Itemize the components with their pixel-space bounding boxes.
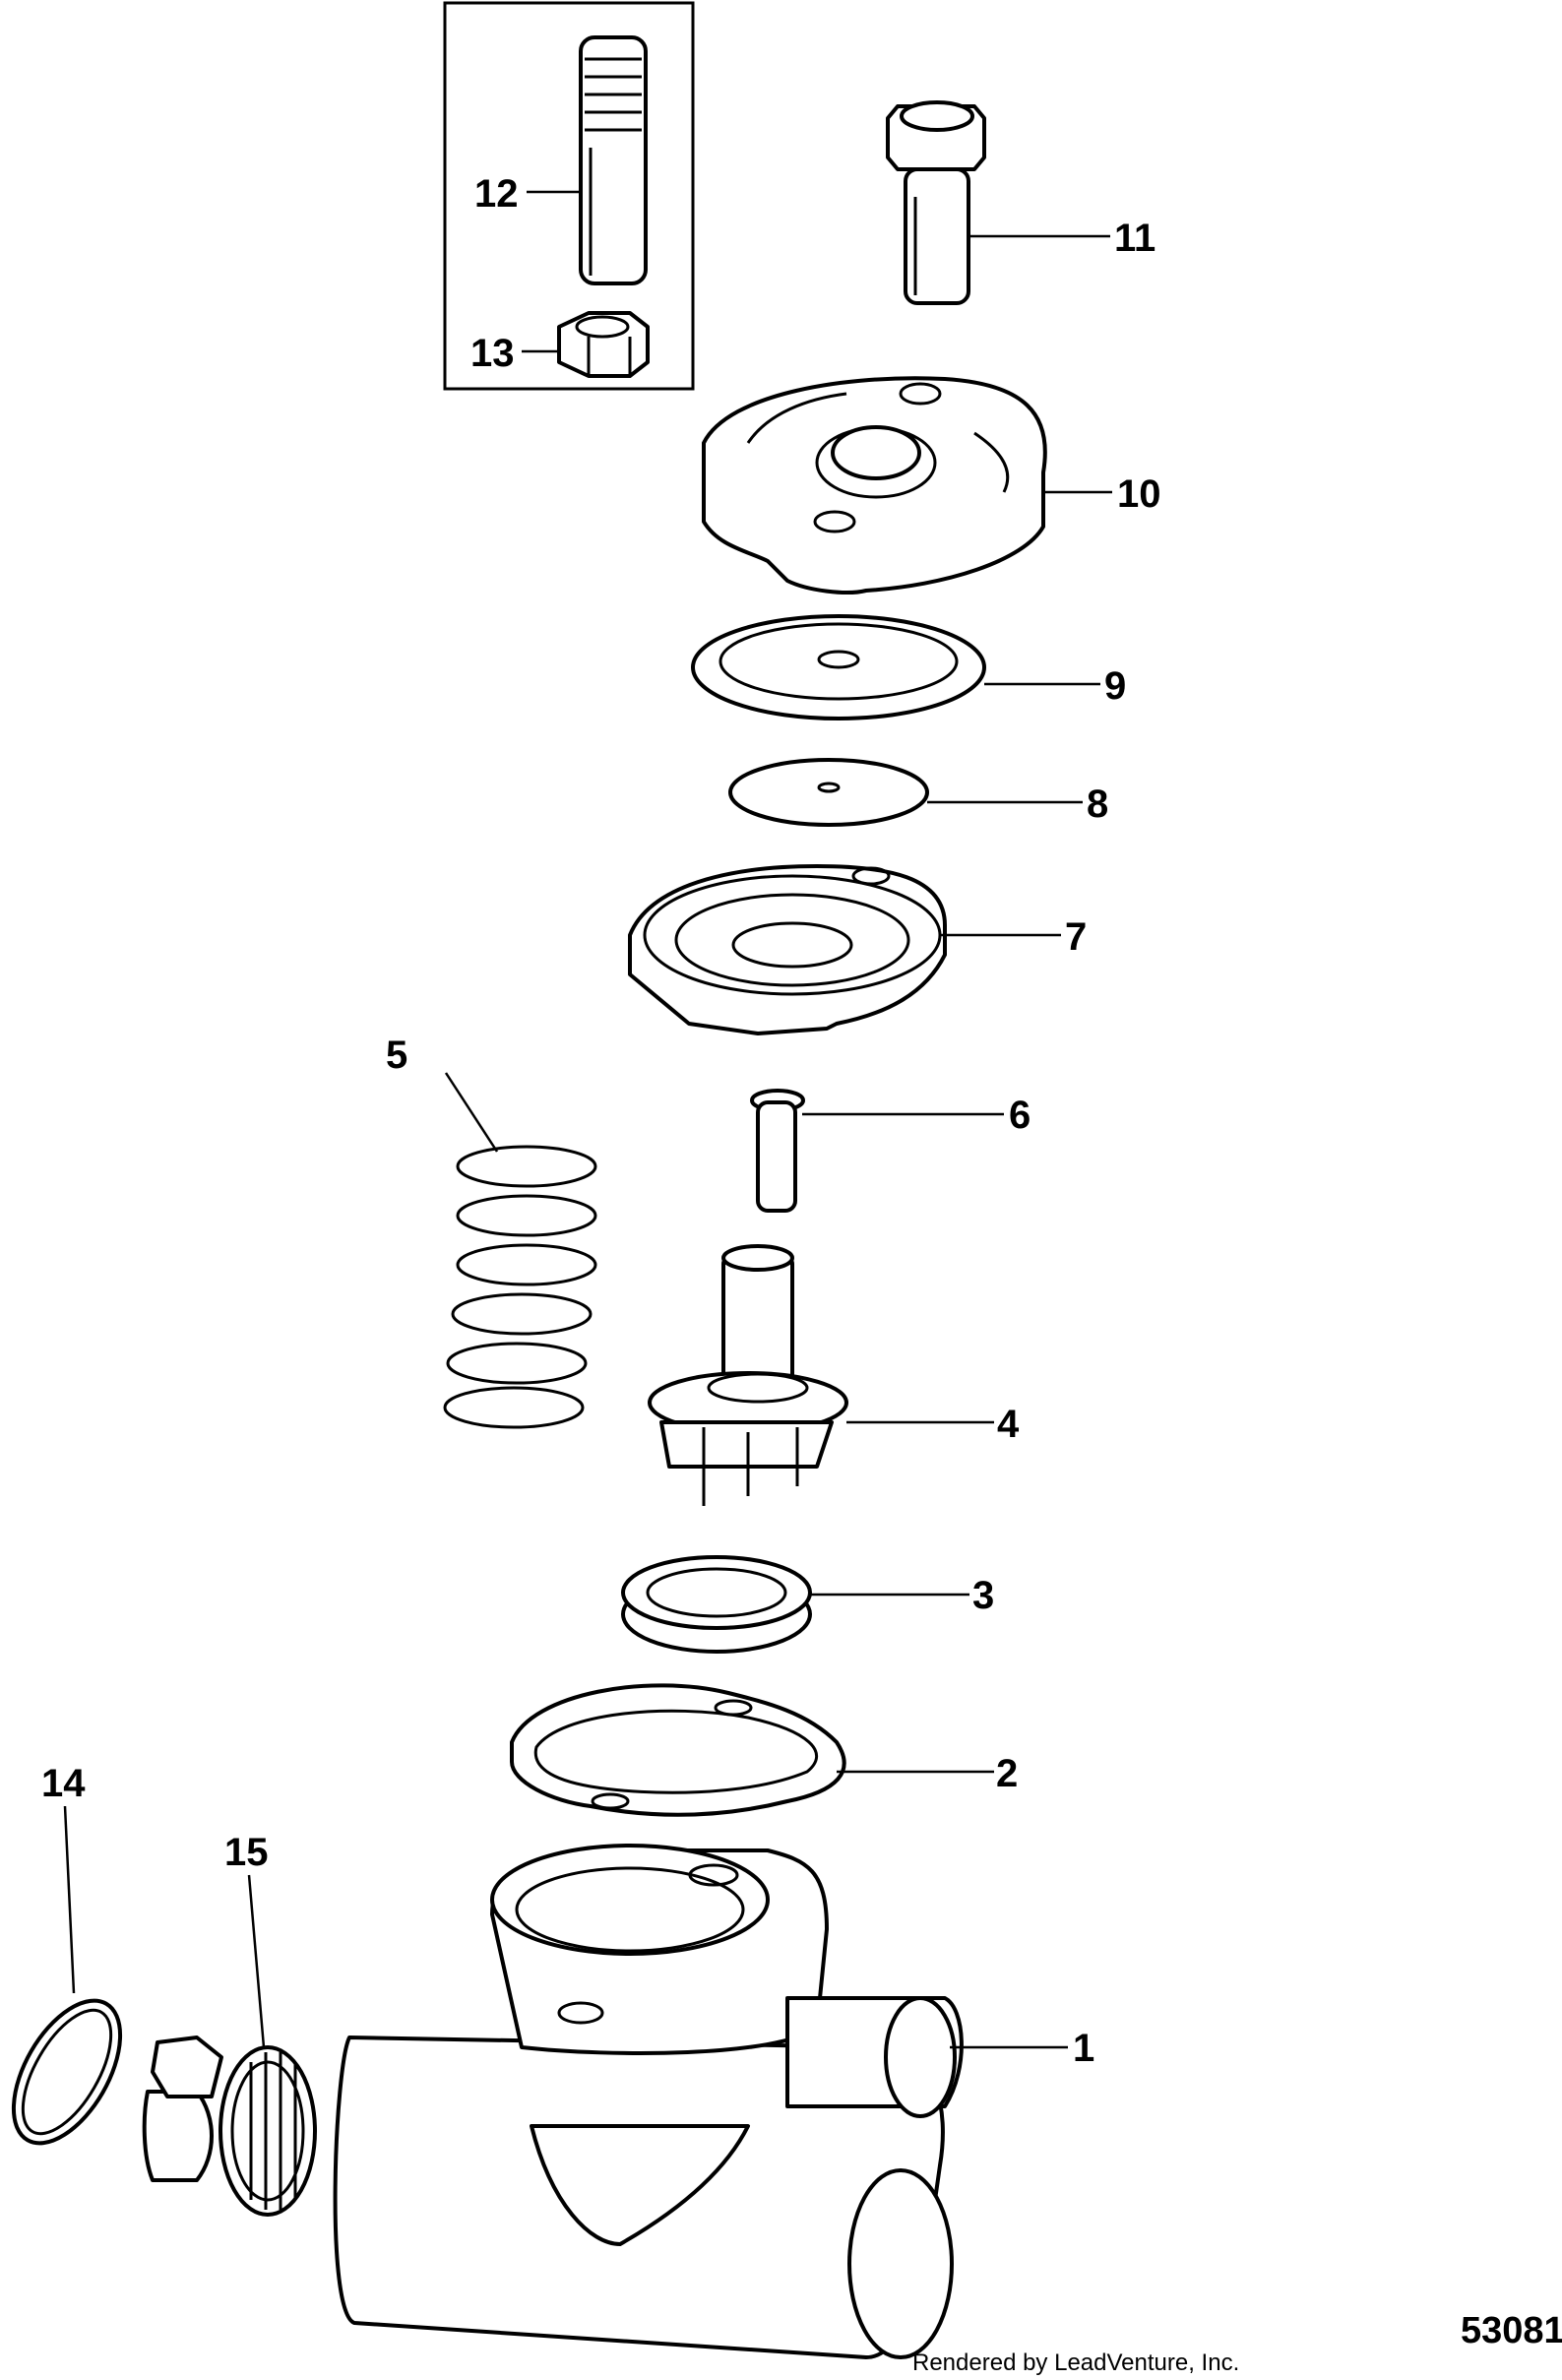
leader-lines xyxy=(63,190,1112,2049)
part-7-plate[interactable] xyxy=(628,864,947,1035)
callout-1: 1 xyxy=(1073,2027,1094,2070)
part-12-stud[interactable] xyxy=(579,35,648,285)
part-13-nut[interactable] xyxy=(557,311,650,378)
part-3-seal[interactable] xyxy=(621,1555,812,1654)
part-9-diaphragm[interactable] xyxy=(691,614,986,720)
callout-14: 14 xyxy=(41,1762,86,1805)
part-4-impeller[interactable] xyxy=(648,1244,848,1506)
part-6-pin[interactable] xyxy=(750,1089,805,1213)
callout-5: 5 xyxy=(386,1033,407,1077)
part-2-gasket[interactable] xyxy=(510,1683,846,1817)
callout-9: 9 xyxy=(1104,664,1126,708)
render-credit: Rendered by LeadVenture, Inc. xyxy=(912,2349,1239,2376)
callout-15: 15 xyxy=(224,1831,269,1874)
callout-8: 8 xyxy=(1087,783,1108,826)
callout-12: 12 xyxy=(474,172,519,216)
part-10-cover[interactable] xyxy=(702,376,1047,595)
part-11-bolt[interactable] xyxy=(886,100,986,305)
kit-box xyxy=(443,1,695,391)
part-5-spring[interactable] xyxy=(443,1145,597,1429)
part-14-band[interactable] xyxy=(0,1983,142,2161)
callout-10: 10 xyxy=(1117,472,1161,516)
callout-2: 2 xyxy=(996,1752,1018,1795)
callout-3: 3 xyxy=(972,1574,994,1617)
callout-13: 13 xyxy=(470,332,515,375)
part-15-clamp[interactable] xyxy=(142,2036,317,2217)
callout-6: 6 xyxy=(1009,1094,1031,1137)
part-8-washer[interactable] xyxy=(728,758,929,827)
figure-id: 53081 xyxy=(1461,2310,1562,2351)
part-1-housing[interactable] xyxy=(333,1844,964,2359)
callout-11: 11 xyxy=(1114,217,1156,260)
callout-7: 7 xyxy=(1065,915,1087,959)
callout-4: 4 xyxy=(997,1403,1020,1446)
